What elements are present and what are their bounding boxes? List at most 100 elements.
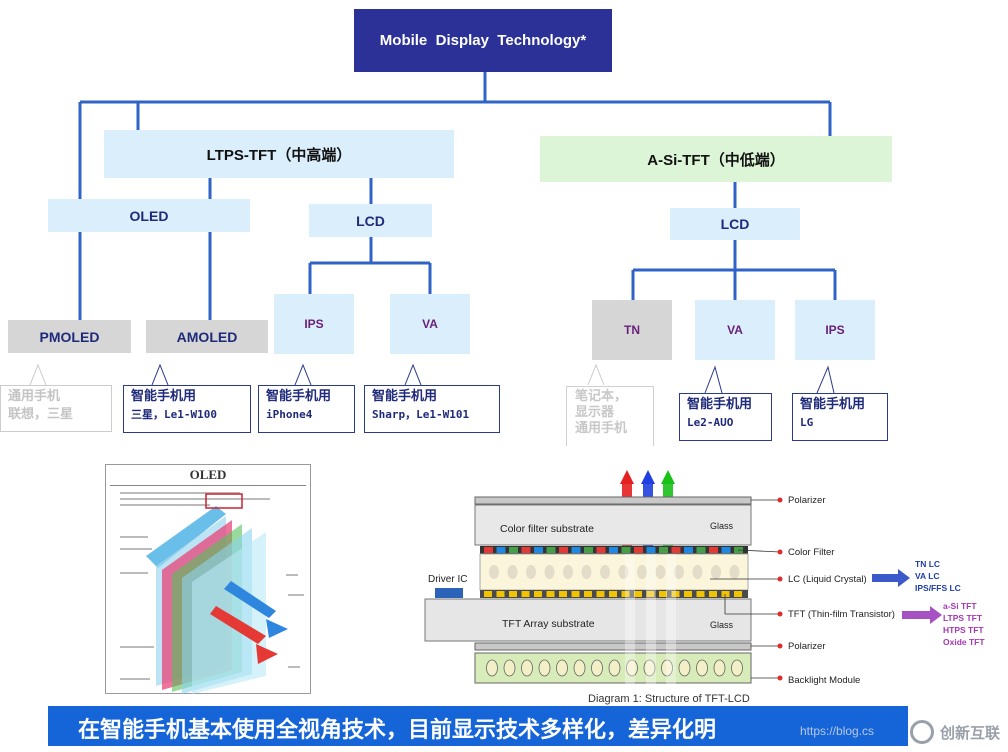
liquid-crystal-layer xyxy=(489,565,740,579)
tft-cell xyxy=(609,591,617,597)
tft-type-htps: HTPS TFT xyxy=(943,625,984,635)
ltps-tft-label: LTPS-TFT（中高端） xyxy=(206,146,352,164)
tft-cell xyxy=(671,591,680,597)
backlight-bulb xyxy=(591,659,603,677)
backlight-bulb xyxy=(643,659,656,677)
title-box: Mobile Display Technology* xyxy=(354,9,612,72)
lc-molecule xyxy=(600,565,610,579)
color-filter-cell xyxy=(571,547,581,553)
asi-va-box: VA xyxy=(695,300,775,360)
amoled-box: AMOLED xyxy=(146,320,268,353)
asi-ips-note: 智能手机用 LG xyxy=(792,393,888,441)
tft-cell xyxy=(484,591,492,597)
tft-label: TFT (Thin-film Transistor) xyxy=(788,609,895,620)
oled-structure-illustration xyxy=(120,492,304,694)
summary-banner: 在智能手机基本使用全视角技术，目前显示技术多样化，差异化明 xyxy=(48,706,908,746)
glass-bottom-label: Glass xyxy=(710,620,734,630)
color-filter-label: Color Filter xyxy=(788,547,834,558)
ltps-ips-note-line1: 智能手机用 xyxy=(266,389,332,404)
color-filter-cell xyxy=(721,547,731,553)
lc-label: LC (Liquid Crystal) xyxy=(788,574,867,585)
watermark-url: https://blog.cs xyxy=(800,724,875,738)
color-filter-cell xyxy=(521,547,531,553)
title-text: Mobile Display Technology* xyxy=(379,32,587,49)
color-filter-cell xyxy=(696,547,706,553)
watermark-logo-icon xyxy=(910,720,934,744)
lc-type-tn: TN LC xyxy=(915,559,940,569)
tft-cell xyxy=(534,591,542,597)
tft-diagram-caption: Diagram 1: Structure of TFT-LCD xyxy=(588,693,750,705)
tft-strip xyxy=(484,591,742,597)
ltps-ips-label: IPS xyxy=(304,317,324,331)
tft-cell xyxy=(559,591,567,597)
asi-ips-label: IPS xyxy=(825,323,845,337)
ltps-lcd-box: LCD xyxy=(309,204,432,237)
tft-cell xyxy=(546,591,555,597)
asi-lcd-box: LCD xyxy=(670,208,800,240)
color-filter-cell xyxy=(496,547,506,553)
tft-types-arrow xyxy=(902,606,942,624)
amoled-label: AMOLED xyxy=(176,328,238,345)
color-filter-cell xyxy=(609,547,618,553)
color-filter-cell xyxy=(646,547,656,553)
backlight-bulb xyxy=(486,659,498,677)
watermark: https://blog.cs 创新互联 xyxy=(800,716,1008,750)
color-filter-cell xyxy=(684,547,693,553)
ltps-ips-note: 智能手机用 iPhone4 xyxy=(258,385,355,433)
ltps-lcd-label: LCD xyxy=(356,212,385,229)
tft-cell xyxy=(621,591,630,597)
pmoled-label: PMOLED xyxy=(39,328,100,345)
backlight-bulb xyxy=(713,659,726,677)
tft-cell xyxy=(496,591,505,597)
polarizer-bottom-label: Polarizer xyxy=(788,641,826,652)
tft-types-list: a-Si TFT LTPS TFT HTPS TFT Oxide TFT xyxy=(943,601,985,647)
tft-cell xyxy=(696,591,705,597)
backlight-bulb xyxy=(626,659,638,677)
ltps-va-note-line2: Sharp，Le1-W101 xyxy=(372,408,470,421)
lc-molecule xyxy=(692,565,703,579)
tft-cell xyxy=(634,591,642,597)
amoled-note: 智能手机用 三星，Le1-W100 xyxy=(123,385,251,433)
polarizer-top-label: Polarizer xyxy=(788,495,826,506)
pmoled-note: 通用手机 联想，三星 xyxy=(0,385,112,432)
tn-box: TN xyxy=(592,300,672,360)
tft-cell xyxy=(684,591,692,597)
tft-type-ltps: LTPS TFT xyxy=(943,613,983,623)
tft-type-asi: a-Si TFT xyxy=(943,601,977,611)
asi-ips-note-line1: 智能手机用 xyxy=(800,397,866,412)
backlight-bulb xyxy=(573,659,586,677)
backlight-bulb xyxy=(608,659,621,677)
tft-cell xyxy=(721,591,730,597)
lc-types-list: TN LC VA LC IPS/FFS LC xyxy=(915,559,961,593)
lc-molecule xyxy=(618,565,629,579)
backlight-bulb xyxy=(696,659,708,677)
tft-cell xyxy=(521,591,530,597)
tft-cell xyxy=(646,591,655,597)
pmoled-note-line1: 通用手机 xyxy=(8,389,61,404)
asi-va-note-line1: 智能手机用 xyxy=(687,397,753,412)
tft-cell xyxy=(571,591,580,597)
lc-molecule xyxy=(655,565,666,579)
color-filter-strip xyxy=(480,546,748,554)
lc-molecule xyxy=(581,565,592,579)
tft-array-substrate-label: TFT Array substrate xyxy=(502,618,595,630)
lc-molecule xyxy=(711,565,721,579)
lc-type-va: VA LC xyxy=(915,571,940,581)
ltps-tft-box: LTPS-TFT（中高端） xyxy=(104,130,454,178)
color-filter-cell xyxy=(484,547,493,553)
pmoled-note-line2: 联想，三星 xyxy=(8,407,74,422)
pmoled-box: PMOLED xyxy=(8,320,131,353)
backlight-bulb xyxy=(538,659,551,677)
tft-cell xyxy=(709,591,717,597)
ltps-va-note: 智能手机用 Sharp，Le1-W101 xyxy=(364,385,500,433)
tft-type-oxide: Oxide TFT xyxy=(943,637,985,647)
driver-ic-label: Driver IC xyxy=(428,574,467,585)
glass-top-label: Glass xyxy=(710,521,734,531)
oled-figure-title: OLED xyxy=(189,467,227,482)
lc-type-ips: IPS/FFS LC xyxy=(915,583,961,593)
lc-molecule xyxy=(507,565,518,579)
amoled-note-line1: 智能手机用 xyxy=(131,389,197,404)
tft-lcd-diagram: Color filter substrate Glass Driver IC T… xyxy=(424,470,985,705)
oled-box: OLED xyxy=(48,199,250,232)
backlight-bulb xyxy=(731,659,743,677)
